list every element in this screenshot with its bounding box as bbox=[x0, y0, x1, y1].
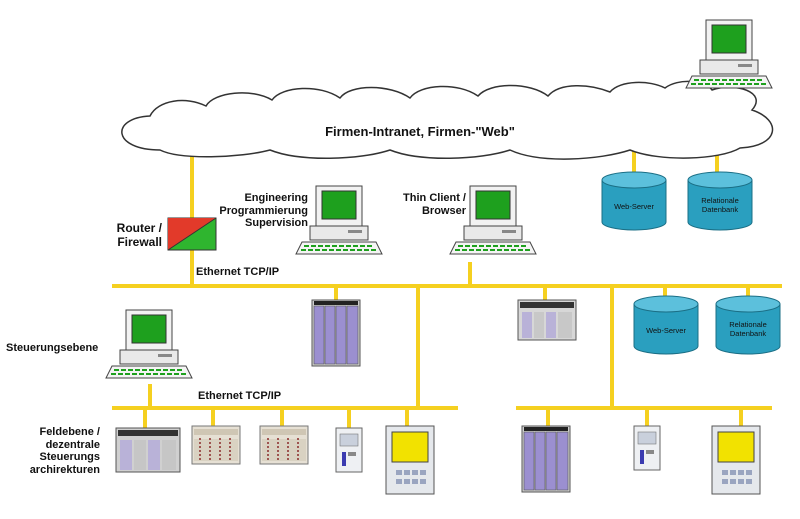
thin-client-label-line1: Thin Client / bbox=[403, 192, 466, 204]
engineering-label-line3: Supervision bbox=[245, 217, 308, 230]
db-label-web-server-2: Web-Server bbox=[646, 326, 686, 335]
control-level-computer-icon bbox=[105, 309, 193, 379]
db-label-relational-2: Relationale Datenbank bbox=[718, 320, 778, 338]
router-label-line2: Firewall bbox=[117, 234, 162, 249]
engineering-label: Engineering Programmierung Supervision bbox=[212, 192, 308, 230]
field-level-label-line3: Steuerungs bbox=[39, 451, 100, 464]
field-hmi-panel-icon bbox=[385, 425, 435, 495]
db-label-relational-1-line1: Relationale bbox=[701, 196, 739, 205]
field-drive-icon-2 bbox=[633, 425, 661, 471]
web-server-database-icon bbox=[601, 171, 667, 231]
engineering-label-line1: Engineering bbox=[244, 192, 308, 204]
router-label-line1: Router / bbox=[116, 221, 162, 235]
db-label-web-server-1: Web-Server bbox=[614, 202, 654, 211]
engineering-computer-icon bbox=[295, 185, 383, 255]
db-label-relational-2-line1: Relationale bbox=[729, 320, 767, 329]
ethernet-label-lower: Ethernet TCP/IP bbox=[198, 390, 282, 402]
field-level-label-line2: dezentrale bbox=[45, 438, 100, 451]
router-label: Router / Firewall bbox=[106, 221, 162, 250]
field-hmi-panel-icon-2 bbox=[711, 425, 761, 495]
db-label-relational-2-line2: Datenbank bbox=[729, 328, 767, 338]
field-plc-rack-icon bbox=[521, 425, 571, 493]
web-server-computer-icon bbox=[685, 19, 773, 89]
intranet-cloud bbox=[121, 80, 774, 160]
thin-client-label-line2: Browser bbox=[421, 204, 466, 217]
field-level-label-line4: archirekturen bbox=[29, 463, 100, 476]
db-label-relational-1: Relationale Datenbank bbox=[690, 196, 750, 214]
thin-client-label: Thin Client / Browser bbox=[396, 192, 466, 217]
ethernet-label-upper: Ethernet TCP/IP bbox=[196, 266, 280, 278]
field-io-module-icon-2 bbox=[259, 425, 309, 465]
router-firewall-icon bbox=[167, 217, 217, 251]
db-label-relational-1-line2: Datenbank bbox=[701, 204, 739, 214]
field-level-label: Feldebene / dezentrale Steuerungs archir… bbox=[4, 426, 100, 477]
web-server-database-icon-lower bbox=[633, 295, 699, 355]
intranet-label: Firmen-Intranet, Firmen-"Web" bbox=[325, 124, 515, 139]
engineering-label-line2: Programmierung bbox=[219, 204, 308, 217]
field-io-module-icon-1 bbox=[191, 425, 241, 465]
field-plc-compact-icon bbox=[115, 427, 181, 473]
control-level-label: Steuerungsebene bbox=[6, 342, 99, 354]
field-level-label-line1: Feldebene / bbox=[39, 426, 100, 438]
plc-controller-icon bbox=[517, 299, 577, 341]
field-drive-icon bbox=[335, 427, 363, 473]
plc-rack-icon bbox=[311, 299, 361, 367]
